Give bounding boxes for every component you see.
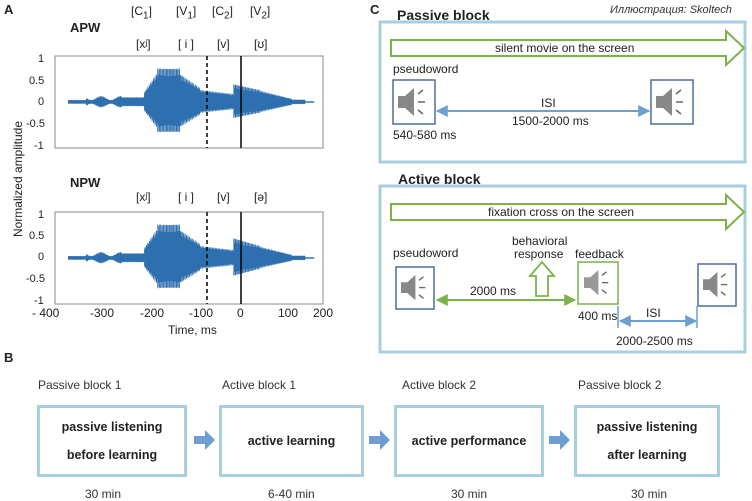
npw-ytick: 0 (38, 251, 45, 263)
panel-c-letter: C (370, 2, 380, 17)
speaker-icon (398, 88, 425, 116)
npw-phoneme-2: [ i ] (178, 190, 195, 204)
npw-waveform (68, 224, 315, 289)
active-interval-label: 2000 ms (470, 284, 517, 298)
flow-box-passive-2: passive listening after learning (574, 405, 720, 477)
speaker-icon (703, 272, 728, 298)
speaker-icon (584, 270, 609, 296)
apw-phoneme-3: [v] (217, 37, 230, 51)
flow-arrow-2 (369, 430, 390, 450)
active-isi-label: ISI (646, 306, 661, 320)
flow-label-2: Active block 1 (222, 378, 297, 392)
npw-phoneme-3: [v] (217, 190, 230, 204)
x-tick: 100 (278, 306, 299, 320)
fixation-label: fixation cross on the screen (488, 205, 635, 219)
movie-arrow (390, 28, 746, 68)
apw-phoneme-1: [xʲ] (136, 37, 151, 51)
apw-ytick: 0 (38, 96, 45, 108)
panel-a-letter: A (4, 2, 14, 17)
flow-arrows (194, 430, 570, 450)
flow-label-4: Passive block 2 (578, 378, 662, 392)
npw-phoneme-1: [xʲ] (136, 190, 151, 204)
passive-isi-label: ISI (541, 96, 556, 110)
active-block-title: Active block (398, 171, 481, 187)
apw-phoneme-2: [ i ] (178, 37, 195, 51)
apw-ytick: -1 (34, 140, 44, 152)
npw-phoneme-4: [ə] (254, 190, 268, 204)
passive-duration: 540-580 ms (393, 128, 457, 142)
flow-arrow-1 (194, 430, 215, 450)
flow-duration-3: 30 min (451, 487, 488, 501)
x-tick: -200 (140, 306, 165, 320)
feedback-duration: 400 ms (578, 309, 618, 323)
apw-phoneme-4: [ʊ] (254, 37, 268, 51)
flow-box-line: after learning (607, 448, 687, 462)
npw-ytick: 0.5 (29, 230, 45, 242)
apw-ytick: 0.5 (29, 75, 45, 87)
flow-box-line: passive listening (61, 420, 163, 434)
x-tick: - 400 (32, 306, 60, 320)
x-tick: 0 (237, 306, 244, 320)
npw-ytick: -0.5 (26, 273, 45, 285)
speaker-icon (401, 275, 426, 301)
segment-c1: [C1] (131, 4, 152, 22)
behavioral-label: behavioral (512, 234, 568, 248)
flow-box-line: before learning (66, 448, 158, 462)
apw-waveform-trace (68, 68, 315, 133)
movie-label: silent movie on the screen (495, 41, 635, 55)
credit-caption: Иллюстрация: Skoltech (610, 4, 732, 16)
segment-c2: [C2] (212, 4, 233, 22)
flow-box-line: active learning (247, 434, 336, 448)
speaker-icon (656, 88, 683, 116)
passive-pseudoword-label: pseudoword (393, 62, 459, 76)
flow-label-3: Active block 2 (402, 378, 477, 392)
passive-block-title: Passive block (397, 7, 490, 23)
npw-waveform-trace (68, 224, 315, 289)
flow-box-line: passive listening (596, 420, 698, 434)
active-isi-value: 2000-2500 ms (616, 334, 693, 348)
flow-box-active-2: active performance (394, 405, 544, 477)
flow-duration-4: 30 min (631, 487, 668, 501)
flow-label-1: Passive block 1 (38, 378, 122, 392)
npw-axes (54, 211, 324, 305)
panel-b-letter: B (4, 350, 14, 365)
flow-arrow-3 (549, 430, 570, 450)
response-arrow (528, 260, 556, 297)
passive-isi-value: 1500-2000 ms (512, 114, 589, 128)
x-tick: 200 (313, 306, 334, 320)
npw-ytick: 1 (38, 209, 45, 221)
flow-duration-1: 30 min (85, 487, 122, 501)
active-pseudoword-label: pseudoword (393, 246, 459, 260)
fixation-arrow (390, 192, 746, 232)
apw-waveform (68, 68, 315, 133)
y-axis-label: Normalized amplitude (11, 120, 25, 238)
x-axis-label: Time, ms (168, 323, 217, 337)
x-tick: -300 (90, 306, 115, 320)
x-tick: -100 (189, 306, 214, 320)
flow-box-active-1: active learning (219, 405, 364, 477)
apw-axes (54, 55, 324, 149)
apw-ytick: 1 (38, 53, 45, 65)
flow-box-passive-1: passive listening before learning (37, 405, 187, 477)
apw-label: APW (70, 20, 101, 35)
npw-label: NPW (70, 175, 101, 190)
segment-v2: [V2] (250, 4, 271, 22)
feedback-label: feedback (575, 247, 624, 261)
flow-duration-2: 6-40 min (268, 487, 315, 501)
npw-ytick: -1 (34, 295, 44, 307)
flow-box-line: active performance (411, 434, 527, 448)
response-label: response (514, 247, 564, 261)
apw-ytick: -0.5 (26, 118, 45, 130)
segment-v1: [V1] (176, 4, 197, 22)
